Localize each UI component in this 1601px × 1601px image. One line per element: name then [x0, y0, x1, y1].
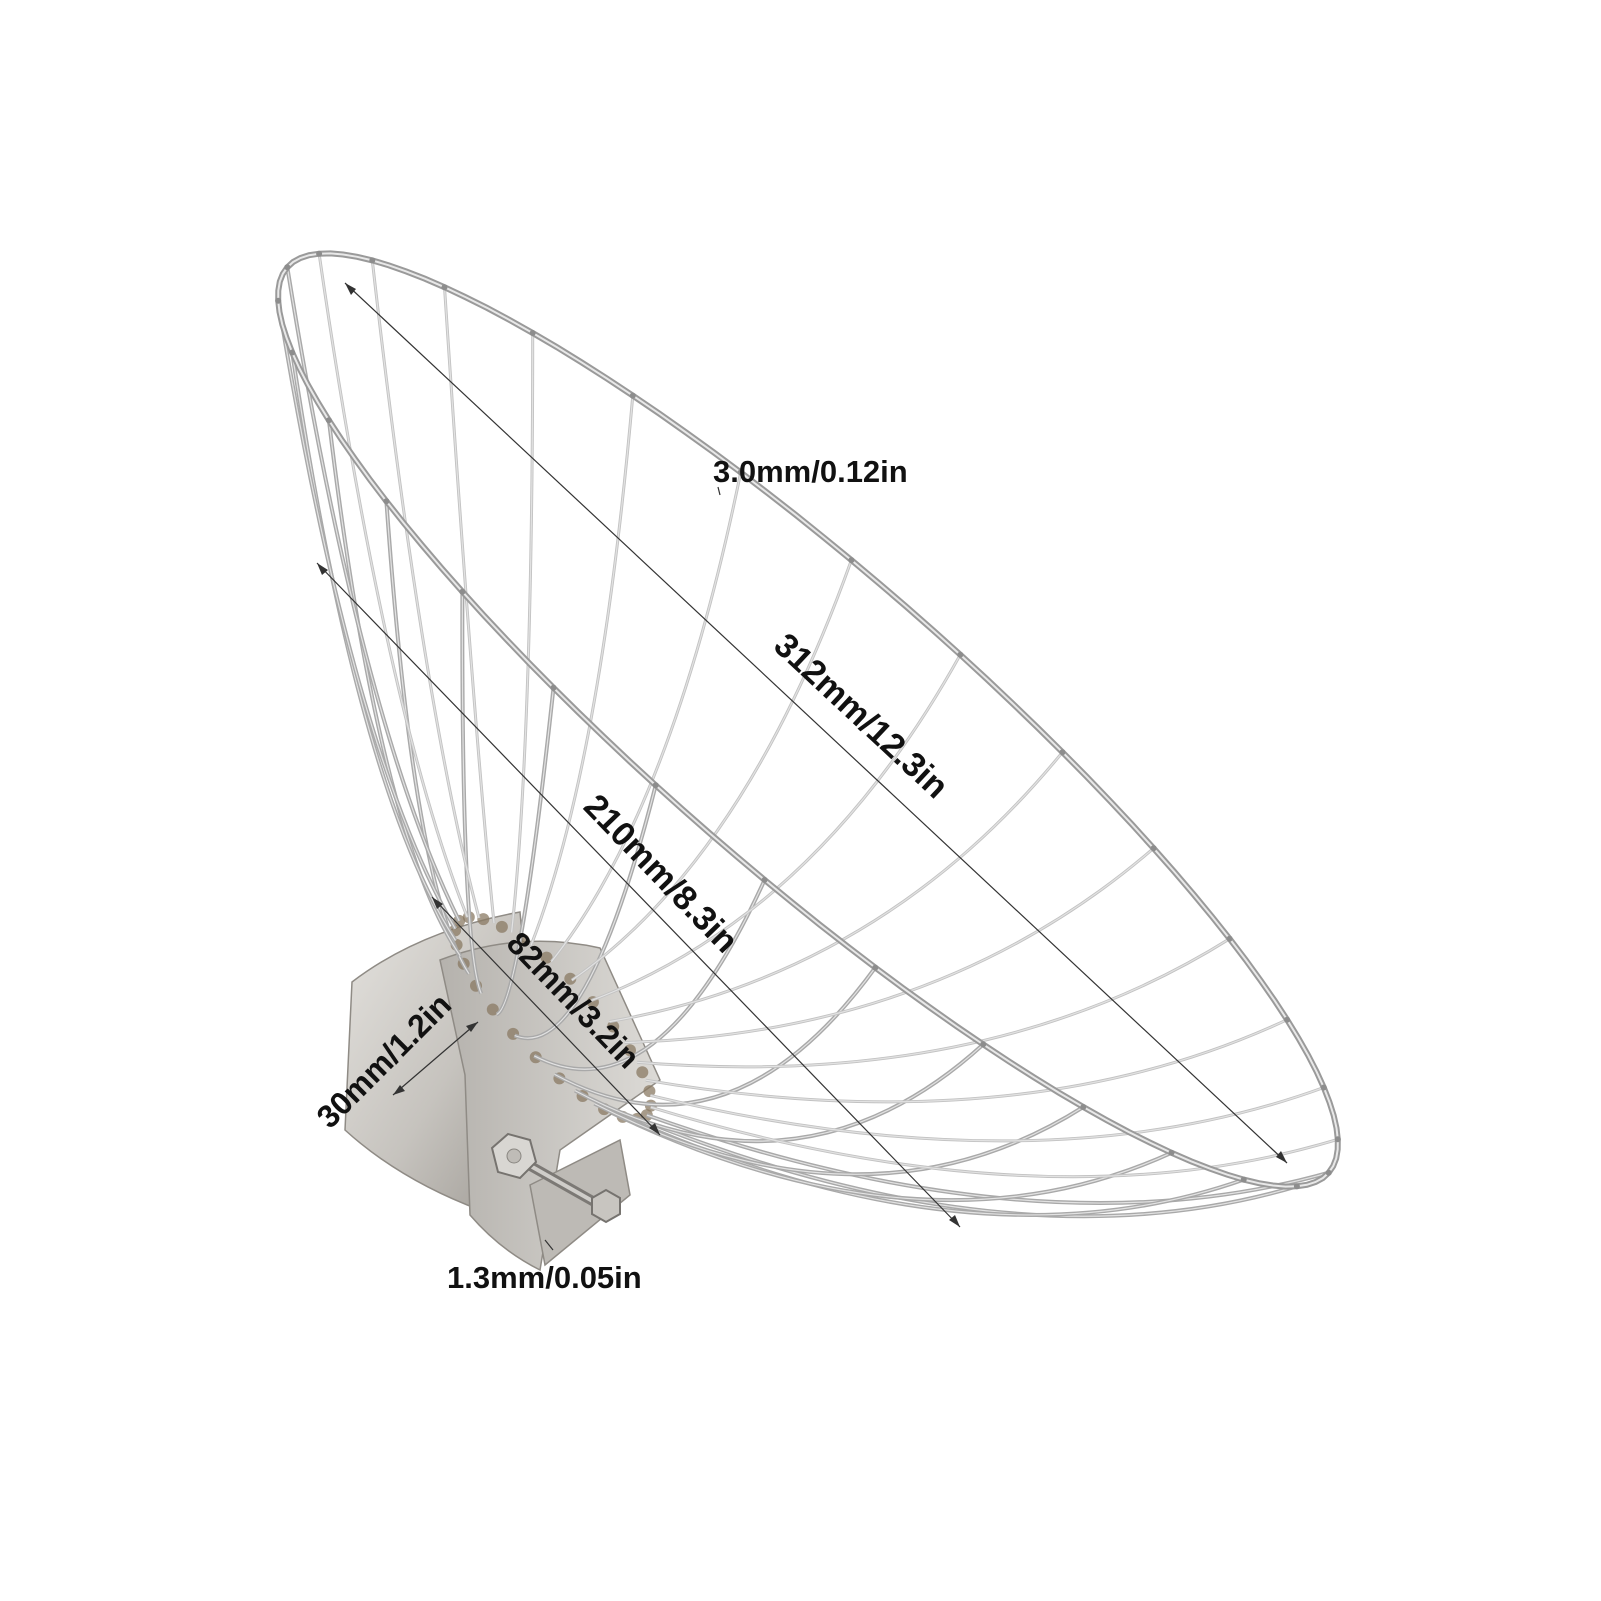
bottom-diameter-arrow-start: [432, 897, 443, 909]
basket-rib-wire: [326, 420, 462, 957]
wire-tip: [529, 330, 536, 336]
wire-tip: [1325, 1169, 1332, 1176]
top-diameter-line: [344, 282, 1288, 1164]
basket-rib-highlight: [611, 1112, 1172, 1201]
basket-rib-highlight: [609, 751, 1063, 1023]
wire-tip: [629, 392, 636, 399]
basket-rib-highlight: [514, 785, 657, 1039]
basket-rib-highlight: [291, 352, 457, 941]
wire-tip: [1059, 749, 1066, 756]
basket-rib-highlight: [646, 1114, 1329, 1204]
weld-bead: [643, 1085, 656, 1098]
wire-tip: [383, 498, 390, 505]
basket-rib-highlight: [443, 287, 495, 924]
bolt: [490, 1132, 621, 1224]
top-diameter-arrow-start: [345, 283, 356, 295]
wire-tip: [369, 257, 376, 264]
wire-tip: [761, 876, 768, 883]
bracket-width-arrow-end: [393, 1085, 405, 1095]
wire-tip: [550, 684, 557, 691]
wire-basket: [275, 250, 1341, 1219]
basket-rib-highlight: [554, 967, 876, 1106]
wire-thickness-tick: [717, 486, 721, 496]
basket-rib-highlight: [530, 395, 634, 946]
bracket-front-plate: [439, 940, 661, 1272]
bottom-diameter-line: [431, 896, 661, 1136]
basket-rib-highlight: [645, 1019, 1288, 1103]
basket-rib-highlight: [638, 1118, 1298, 1217]
bottom-diameter-arrow-end: [649, 1123, 660, 1135]
bracket-flange: [529, 1138, 631, 1267]
wire-tip: [1150, 845, 1157, 852]
top-diameter-label: 312mm/12.3in: [767, 626, 956, 806]
bracket-width-arrow-start: [466, 1022, 478, 1032]
weld-bead: [607, 1020, 620, 1033]
wire-tip: [980, 1041, 987, 1048]
weld-bead: [486, 1003, 499, 1016]
height-arrow-start: [317, 563, 328, 575]
basket-rib-highlight: [511, 332, 534, 933]
basket-rib-highlight: [650, 1086, 1325, 1142]
bracket-width-line: [392, 1021, 479, 1096]
wire-tip: [848, 557, 855, 564]
wire-tip: [737, 469, 744, 476]
weld-bead: [624, 1044, 636, 1057]
basket-rib-highlight: [277, 300, 456, 930]
basket-rib-highlight: [385, 501, 470, 975]
wire-tip: [957, 651, 964, 658]
basket-rib-highlight: [624, 847, 1154, 1044]
wire-tip: [316, 250, 323, 257]
basket-rib-wire: [384, 501, 471, 975]
height-arrow-end: [949, 1215, 960, 1227]
wire-tip: [1168, 1149, 1175, 1156]
wire-tip: [652, 782, 659, 789]
wire-tip: [872, 964, 879, 971]
wire-tip: [289, 349, 296, 356]
basket-rib-wire: [590, 653, 962, 1002]
wire-tip: [275, 297, 282, 304]
bracket-thickness-tick: [544, 1239, 554, 1251]
weld-bead: [636, 1066, 649, 1079]
wire-tip: [1293, 1183, 1300, 1190]
wire-tip: [1240, 1176, 1247, 1183]
wire-tip: [1226, 935, 1233, 942]
basket-rib-highlight: [328, 420, 461, 957]
weld-bead: [477, 913, 490, 926]
wire-thickness-label: 3.0mm/0.12in: [713, 454, 908, 489]
basket-rib-wire: [529, 395, 635, 946]
basket-rib-highlight: [550, 472, 742, 962]
wire-tip: [284, 264, 291, 271]
dimension-lines: [316, 282, 1288, 1251]
wire-tip: [459, 588, 466, 595]
basket-rib-highlight: [637, 938, 1230, 1068]
basket-rib-highlight: [533, 879, 766, 1070]
height-line: [316, 562, 961, 1228]
basket-rib-highlight: [650, 1106, 1338, 1178]
weld-bead: [564, 972, 577, 985]
weld-bead: [540, 951, 553, 964]
wire-tip: [1284, 1016, 1291, 1023]
basket-rib-highlight: [371, 260, 480, 919]
wire-tip: [1334, 1136, 1341, 1143]
basket-rib-highlight: [574, 1043, 984, 1142]
nut: [591, 1188, 621, 1224]
wire-tip: [1320, 1084, 1327, 1091]
basket-rib-highlight: [591, 654, 961, 1002]
top-diameter-arrow-end: [1276, 1151, 1287, 1163]
basket-rib-highlight: [571, 559, 852, 981]
height-label: 210mm/8.3in: [576, 787, 745, 960]
bracket-thickness-label: 1.3mm/0.05in: [447, 1260, 642, 1295]
basket-rib-highlight: [496, 687, 555, 1015]
weld-bead: [495, 920, 508, 933]
basket-rib-highlight: [318, 253, 468, 918]
wire-tip: [325, 417, 332, 424]
wire-tip: [441, 284, 448, 291]
mounting-bracket: [344, 911, 661, 1272]
wire-tip: [1080, 1104, 1087, 1110]
